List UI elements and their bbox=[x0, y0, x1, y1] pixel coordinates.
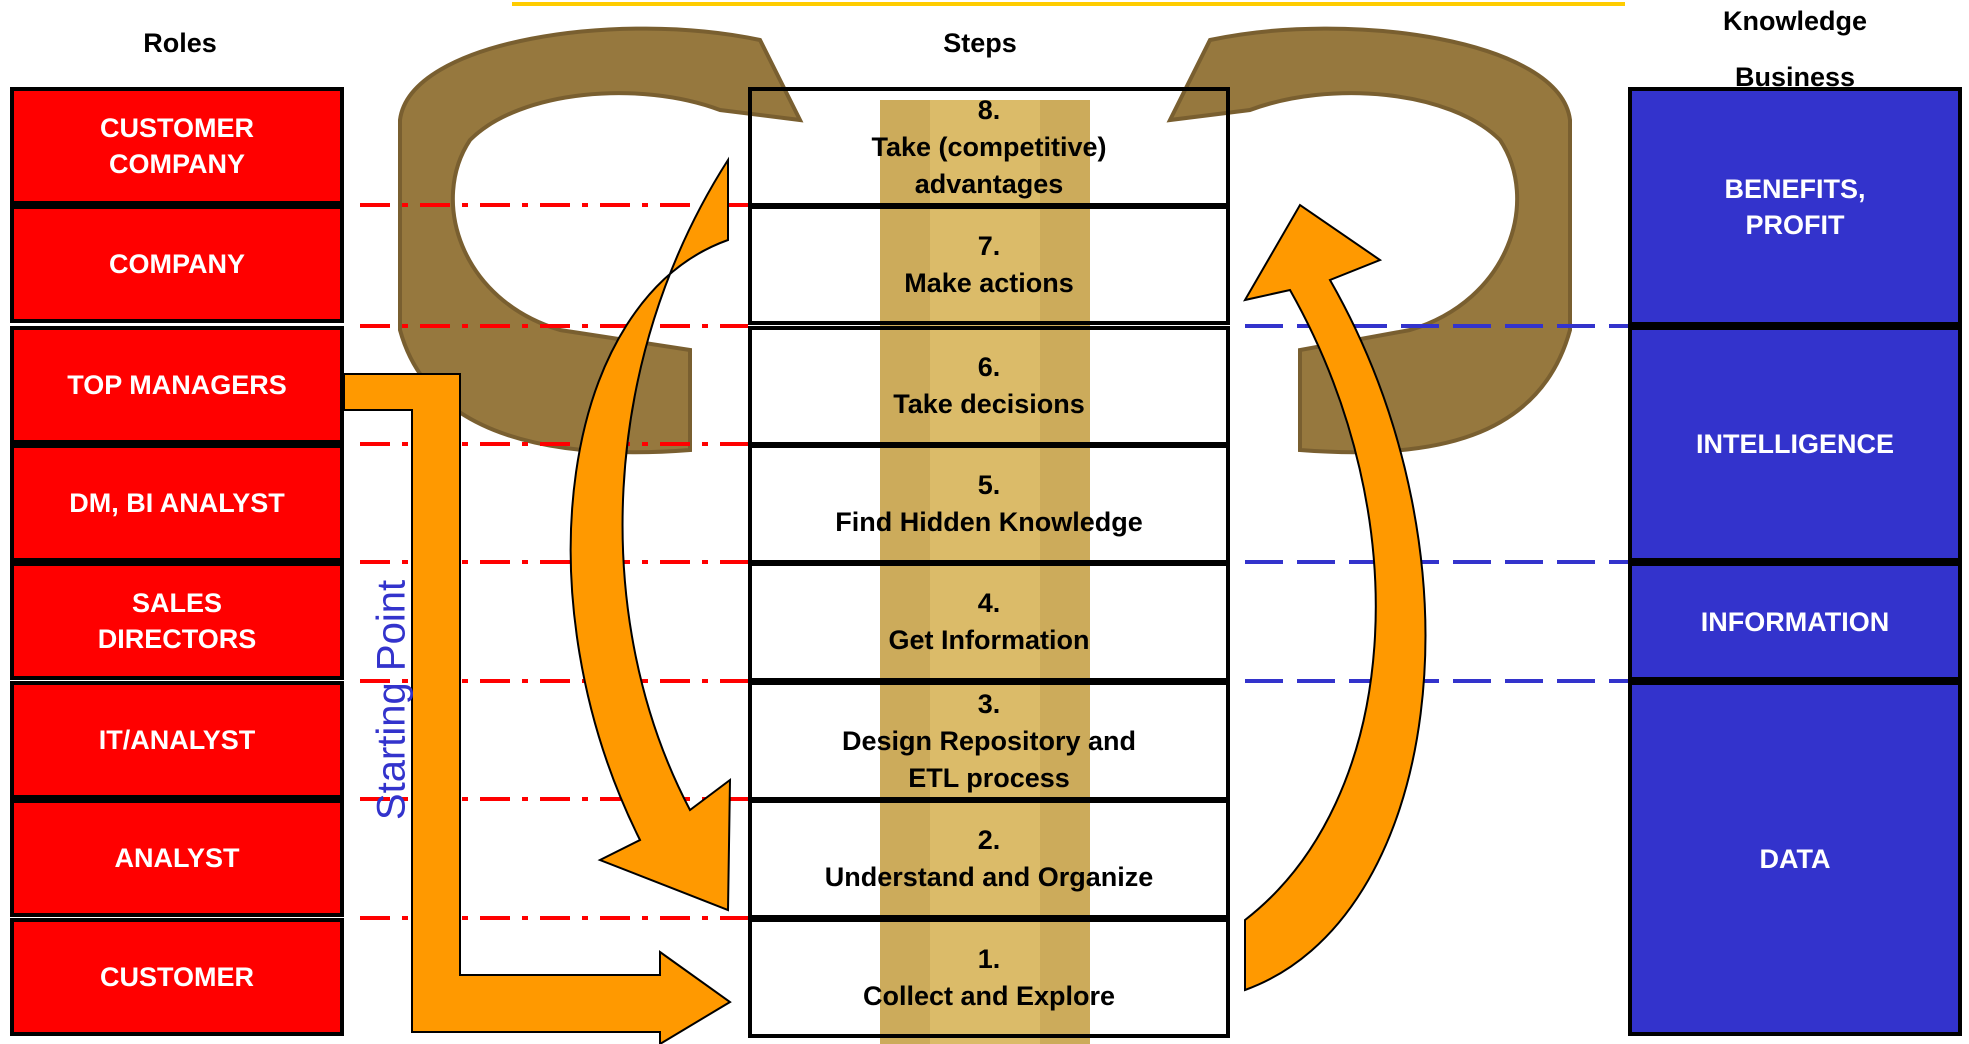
role-dm-bi-analyst: DM, BI ANALYST bbox=[10, 444, 344, 562]
role-company: COMPANY bbox=[10, 205, 344, 323]
roles-header: Roles bbox=[143, 28, 217, 58]
curved-arrow-up bbox=[1242, 203, 1427, 992]
step-7: 7. Make actions bbox=[748, 205, 1230, 325]
starting-point-arrow bbox=[343, 373, 732, 1044]
curved-arrow-down bbox=[569, 156, 732, 912]
step-8: 8. Take (competitive) advantages bbox=[748, 87, 1230, 207]
step-6: 6. Take decisions bbox=[748, 326, 1230, 446]
step-3: 3. Design Repository and ETL process bbox=[748, 681, 1230, 801]
cup-image bbox=[398, 26, 1572, 1044]
role-sales-directors: SALES DIRECTORS bbox=[10, 562, 344, 680]
step-2: 2. Understand and Organize bbox=[748, 799, 1230, 919]
knowledge-benefits-profit: BENEFITS, PROFIT bbox=[1628, 87, 1962, 326]
role-top-managers: TOP MANAGERS bbox=[10, 326, 344, 444]
knowledge-header: Knowledge bbox=[1722, 6, 1867, 36]
role-customer-company: CUSTOMER COMPANY bbox=[10, 87, 344, 205]
starting-point-label: Starting Point bbox=[369, 579, 414, 821]
step-4: 4. Get Information bbox=[748, 562, 1230, 682]
step-1: 1. Collect and Explore bbox=[748, 918, 1230, 1038]
role-customer: CUSTOMER bbox=[10, 918, 344, 1036]
steps-header: Steps bbox=[943, 28, 1017, 58]
role-analyst: ANALYST bbox=[10, 799, 344, 917]
role-it-analyst: IT/ANALYST bbox=[10, 681, 344, 799]
knowledge-data: DATA bbox=[1628, 681, 1962, 1036]
step-5: 5. Find Hidden Knowledge bbox=[748, 444, 1230, 564]
knowledge-intelligence: INTELLIGENCE bbox=[1628, 326, 1962, 562]
knowledge-information: INFORMATION bbox=[1628, 562, 1962, 681]
